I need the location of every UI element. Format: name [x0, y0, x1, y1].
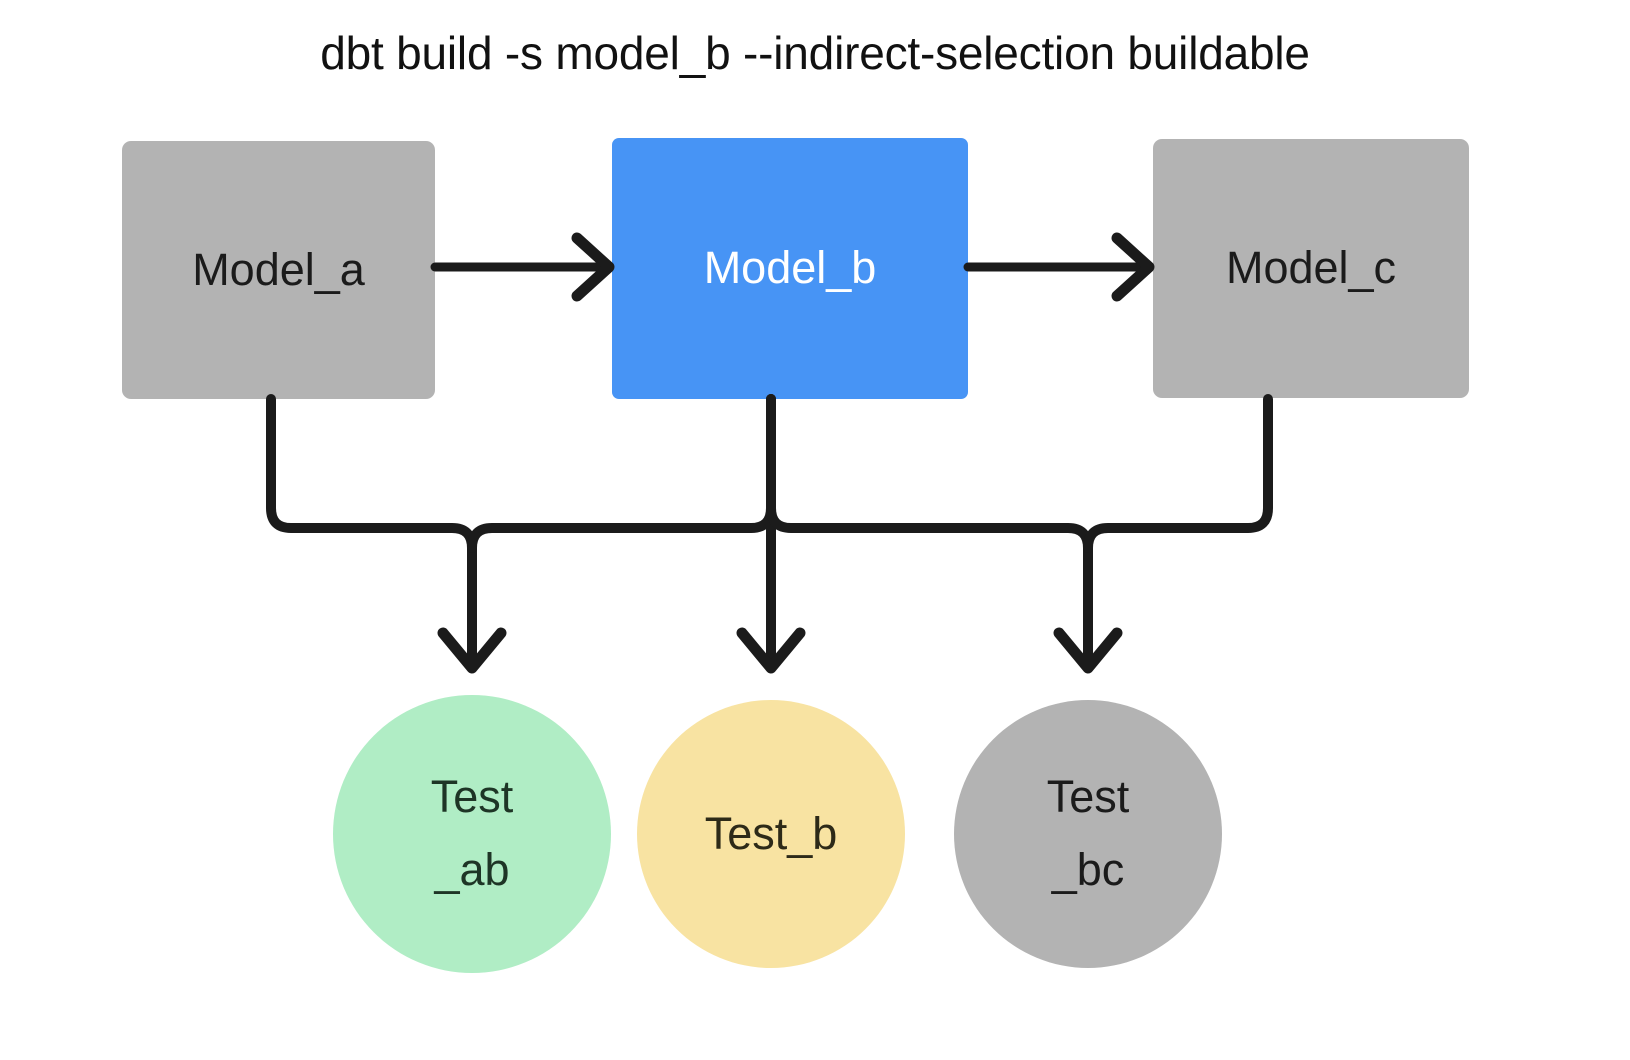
node-model-a[interactable]: [122, 141, 435, 399]
node-model-c[interactable]: [1153, 139, 1469, 398]
diagram-title: dbt build -s model_b --indirect-selectio…: [320, 27, 1310, 79]
node-test-b[interactable]: [637, 700, 905, 968]
node-model-b[interactable]: [612, 138, 968, 399]
node-test-ab[interactable]: [333, 695, 611, 973]
node-test-bc[interactable]: [954, 700, 1222, 968]
edge-model-c-to-test-bc: [1083, 394, 1273, 553]
edge-model-b-to-test-ab: [467, 394, 776, 553]
edge-model-a-to-test-ab: [266, 394, 507, 674]
edge-model-b-to-test-bc: [766, 394, 1123, 674]
edge-model-a-to-model-b: [430, 232, 615, 302]
edge-model-b-to-model-c: [963, 232, 1155, 302]
